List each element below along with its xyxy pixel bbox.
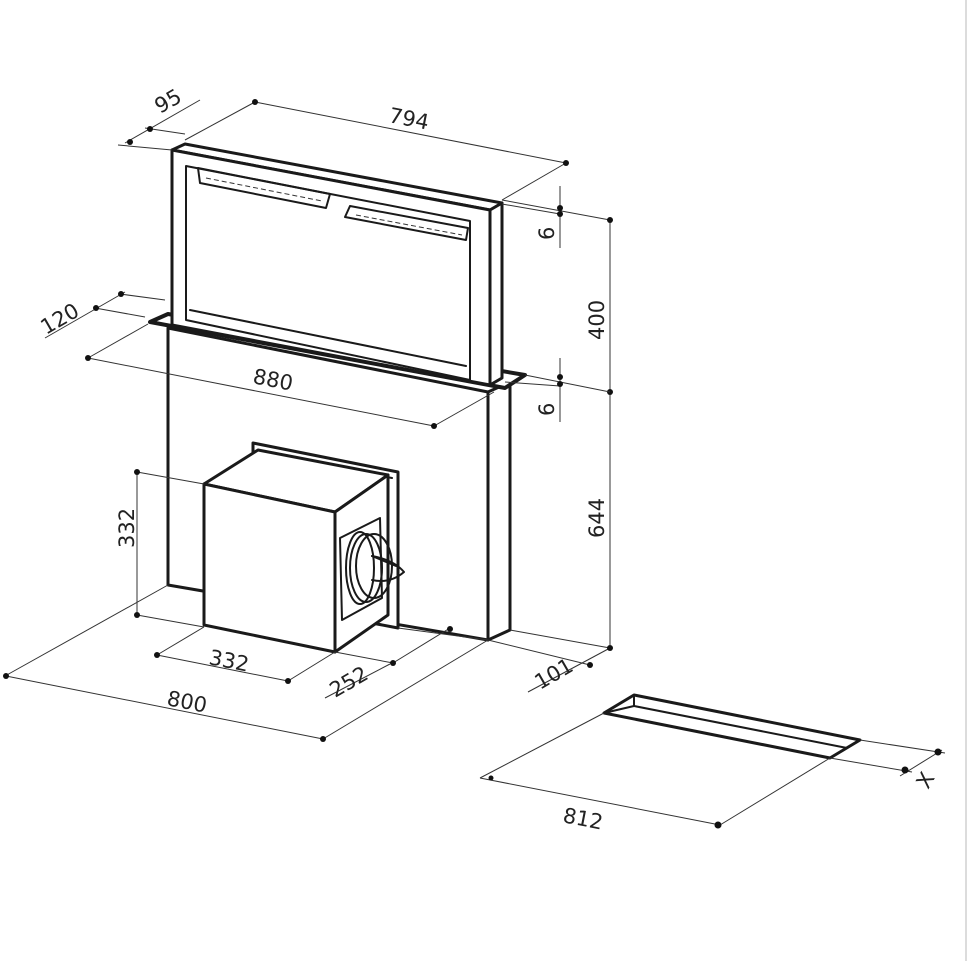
label-body-depth: 101 xyxy=(531,653,578,694)
label-panel-width: 794 xyxy=(387,103,431,134)
label-top-gap: 6 xyxy=(535,227,559,240)
label-motor-height: 332 xyxy=(115,508,139,548)
dimension-lines xyxy=(3,99,946,829)
label-panel-height: 400 xyxy=(585,300,609,340)
label-trim-depth: 120 xyxy=(37,298,84,339)
label-body-width: 800 xyxy=(165,686,209,717)
motor-block xyxy=(202,441,405,654)
rising-panel xyxy=(170,142,504,387)
label-body-height: 644 xyxy=(585,498,609,538)
label-panel-depth: 95 xyxy=(151,84,186,118)
label-motor-offset: 252 xyxy=(326,661,373,702)
label-cutout-width: 812 xyxy=(561,803,605,834)
label-motor-width: 332 xyxy=(207,645,251,676)
worktop-cutout xyxy=(602,693,862,760)
label-bottom-gap: 6 xyxy=(535,403,559,416)
label-cutout-depth: X xyxy=(912,768,940,792)
image-border xyxy=(965,0,967,961)
